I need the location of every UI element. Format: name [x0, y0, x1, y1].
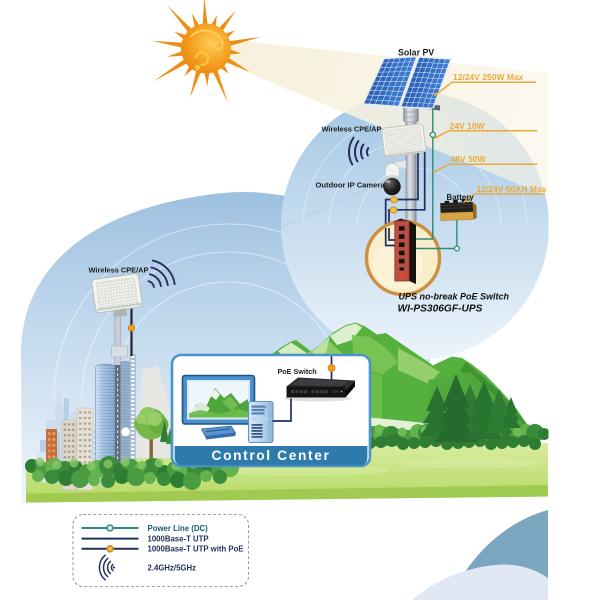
svg-text:Control Center: Control Center — [212, 448, 331, 463]
svg-text:Battery: Battery — [447, 193, 475, 202]
svg-text:Power Line (DC): Power Line (DC) — [148, 524, 209, 533]
svg-text:48V 50W: 48V 50W — [451, 154, 487, 164]
svg-text:12/24V 250W Max: 12/24V 250W Max — [453, 72, 524, 82]
svg-text:Wireless CPE/AP: Wireless CPE/AP — [322, 125, 382, 134]
svg-text:WI-PS306GF-UPS: WI-PS306GF-UPS — [398, 304, 483, 315]
svg-text:2.4GHz/5GHz: 2.4GHz/5GHz — [148, 563, 197, 572]
svg-text:Wireless CPE/AP: Wireless CPE/AP — [89, 266, 149, 275]
svg-text:1000Base-T UTP with PoE: 1000Base-T UTP with PoE — [148, 545, 244, 554]
svg-text:Solar PV: Solar PV — [398, 48, 434, 58]
svg-text:Outdoor IP Camera: Outdoor IP Camera — [316, 181, 386, 190]
svg-text:1000Base-T UTP: 1000Base-T UTP — [148, 534, 209, 543]
svg-text:UPS no-break PoE Switch: UPS no-break PoE Switch — [399, 292, 510, 302]
svg-text:12/24V 50AH Max: 12/24V 50AH Max — [477, 184, 547, 194]
svg-text:24V 10W: 24V 10W — [450, 121, 486, 131]
svg-text:PoE Switch: PoE Switch — [278, 367, 317, 376]
